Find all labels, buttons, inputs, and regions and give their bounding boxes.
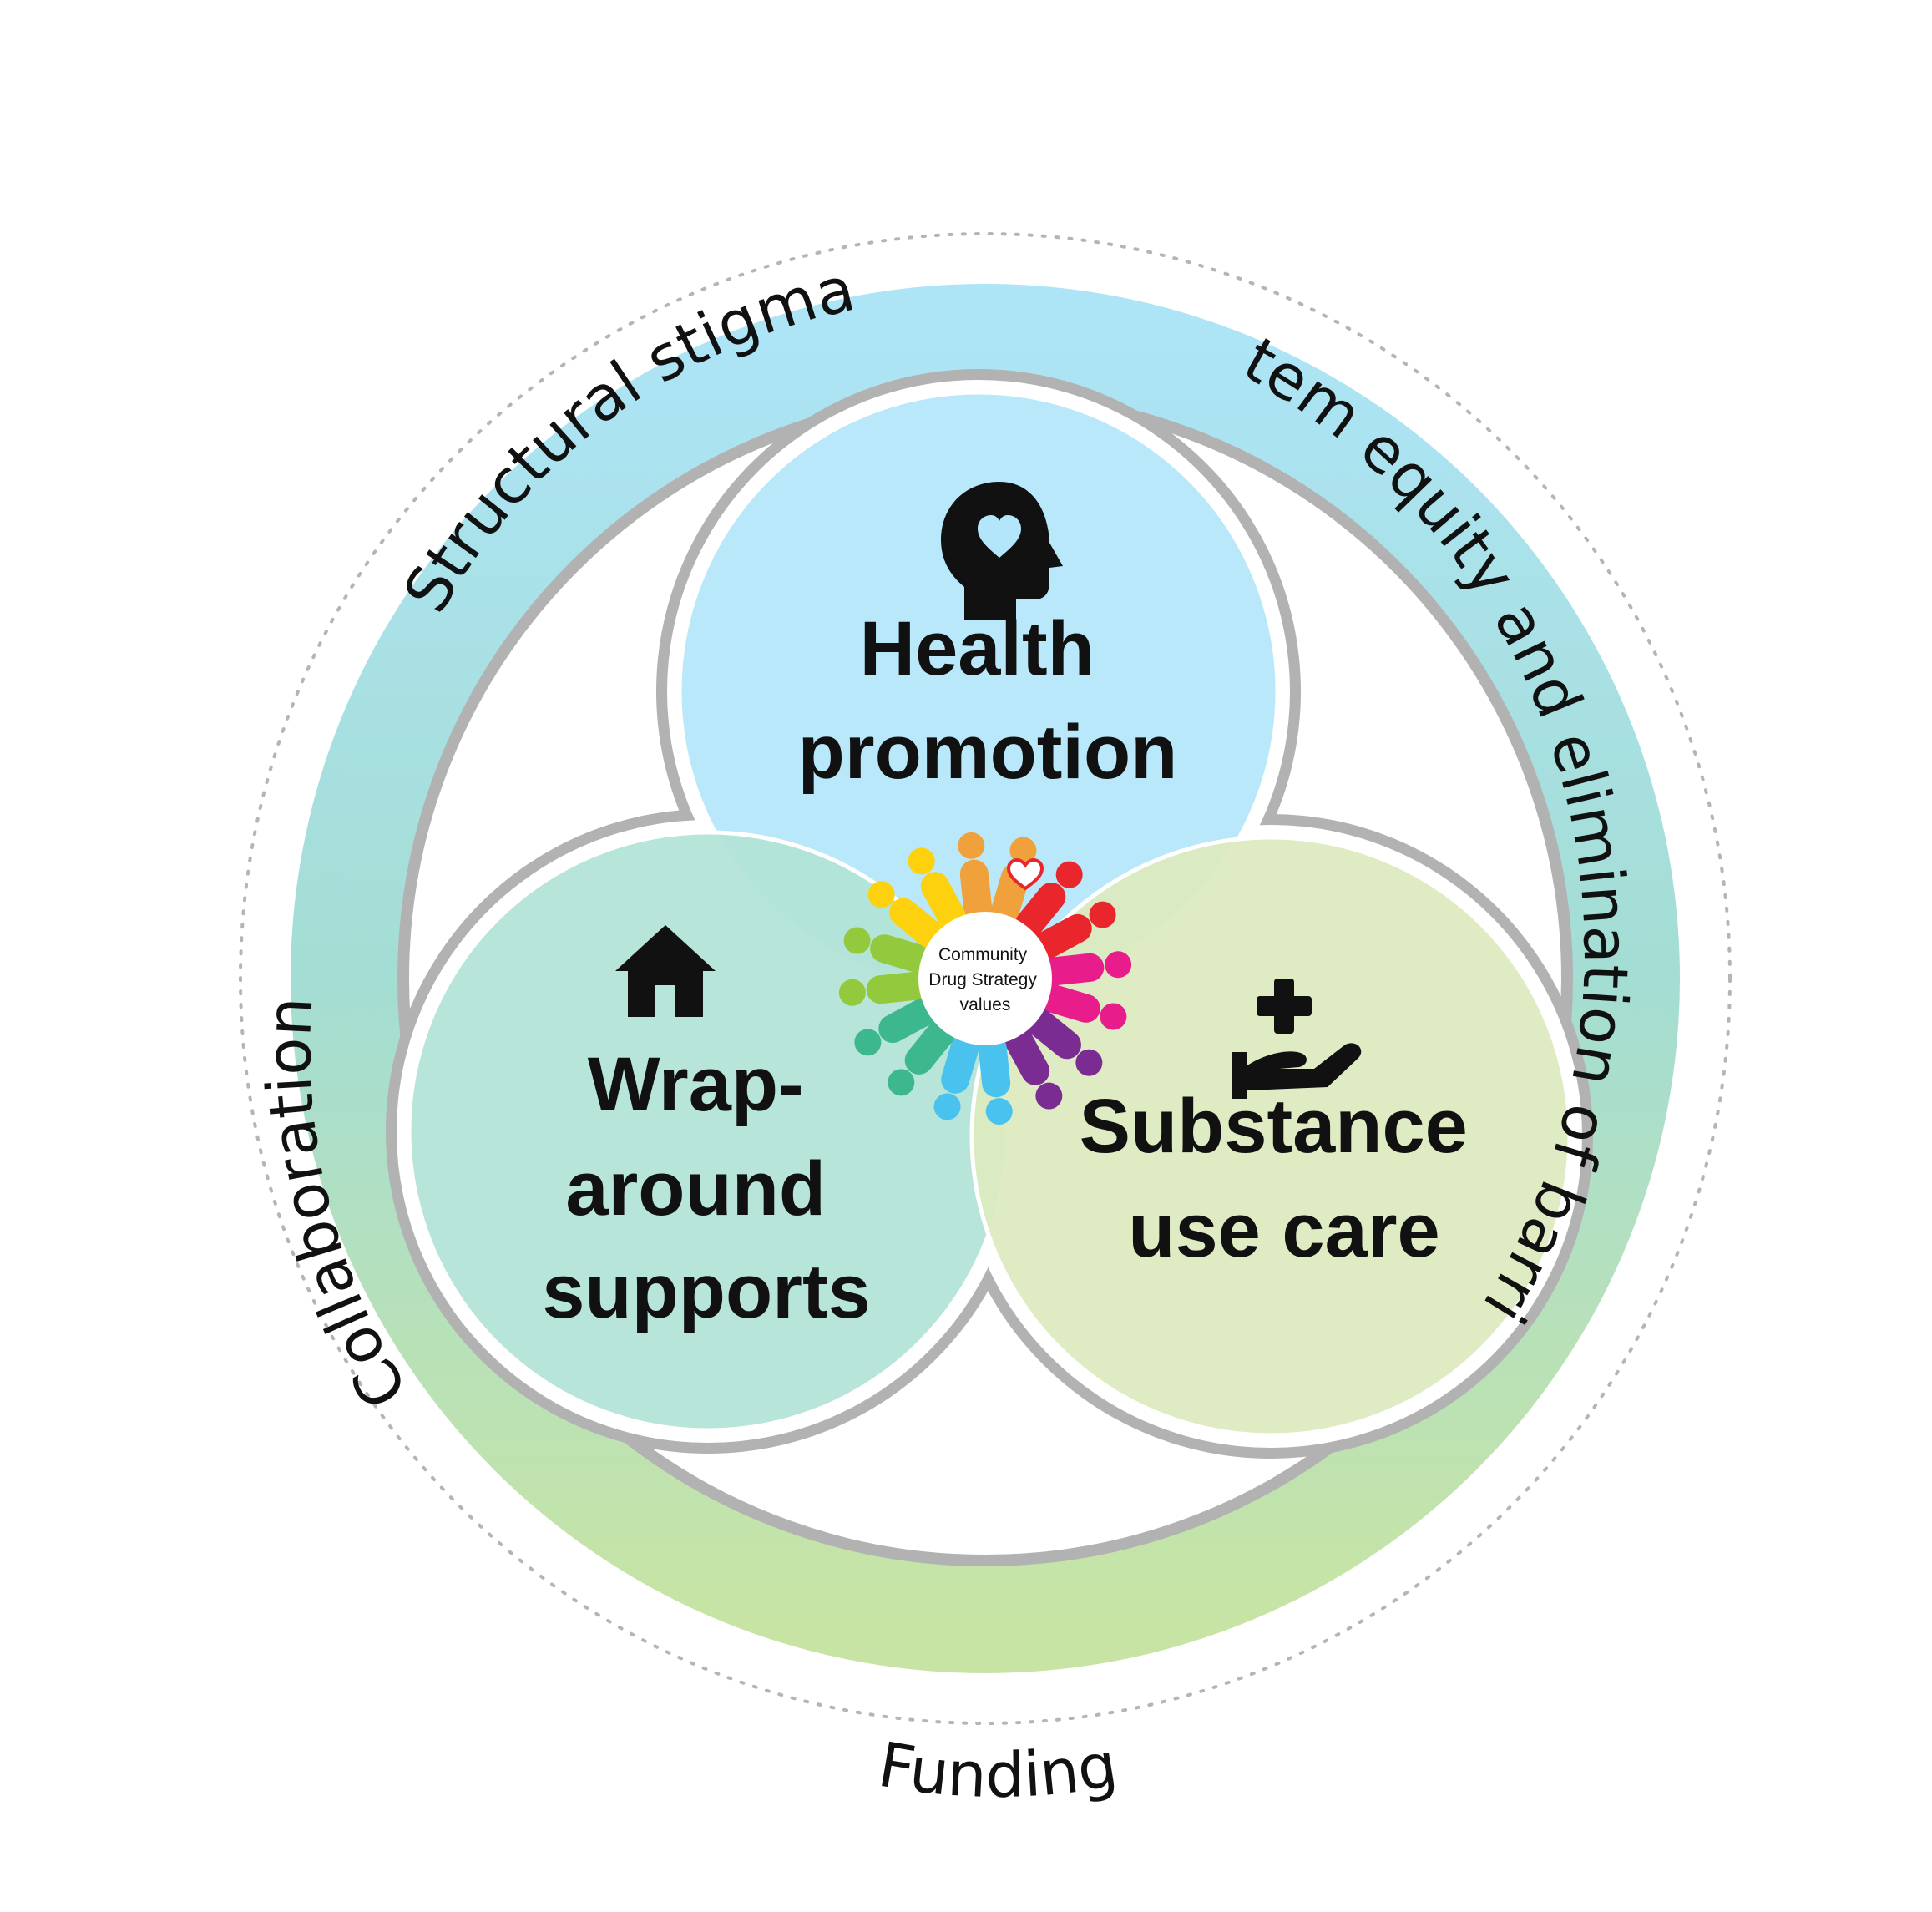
heart-icon (1006, 857, 1044, 891)
value-person-head (838, 979, 866, 1006)
value-person-body (941, 1031, 980, 1094)
value-person-body (1025, 1008, 1081, 1060)
value-person-head (854, 1029, 882, 1056)
value-person-head (843, 927, 871, 954)
value-person-body (878, 998, 938, 1044)
values-center-disc (918, 912, 1052, 1045)
health-promotion-title: Health promotion (798, 606, 1178, 795)
substance-use-care-circle (969, 835, 1572, 1438)
value-person-head (958, 832, 985, 859)
value-person-head (1055, 861, 1083, 888)
house-icon (615, 925, 716, 1017)
value-person-head (933, 1093, 961, 1120)
value-person-body (1032, 913, 1092, 959)
value-person-body (889, 898, 945, 949)
value-person-head (1105, 951, 1132, 979)
value-person-body (1040, 953, 1105, 986)
values-people-emblem (838, 832, 1132, 1125)
value-person-head (1100, 1003, 1127, 1030)
value-person-head (888, 1069, 915, 1096)
value-person-body (904, 1019, 956, 1075)
value-person-head (985, 1098, 1013, 1125)
wrap-around-supports-title: Wrap- around supports (542, 1042, 871, 1334)
head-heart-icon (941, 482, 1063, 620)
value-person-head (867, 881, 895, 908)
value-person-body (1038, 984, 1100, 1023)
outer-dotted-border (239, 232, 1732, 1725)
value-person-body (978, 1034, 1011, 1098)
value-person-body (920, 872, 966, 932)
substance-use-care-title: Substance use care (1080, 1084, 1489, 1273)
value-person-body (1014, 883, 1066, 938)
value-person-body (870, 934, 933, 974)
outer-ring (291, 284, 1680, 1673)
value-person-head (1089, 901, 1116, 928)
value-person-body (1004, 1025, 1050, 1085)
ring-label-funding: Funding (873, 1729, 1122, 1812)
value-person-body (959, 859, 993, 923)
hand-plus-icon (1232, 979, 1362, 1099)
value-person-head (1009, 837, 1037, 864)
value-person-head (908, 847, 935, 875)
value-person-head (1075, 1049, 1103, 1076)
values-label: Community Drug Strategy values (928, 945, 1041, 1014)
value-person-body (990, 863, 1029, 926)
value-person-head (1035, 1082, 1063, 1110)
value-person-body (866, 971, 930, 1004)
